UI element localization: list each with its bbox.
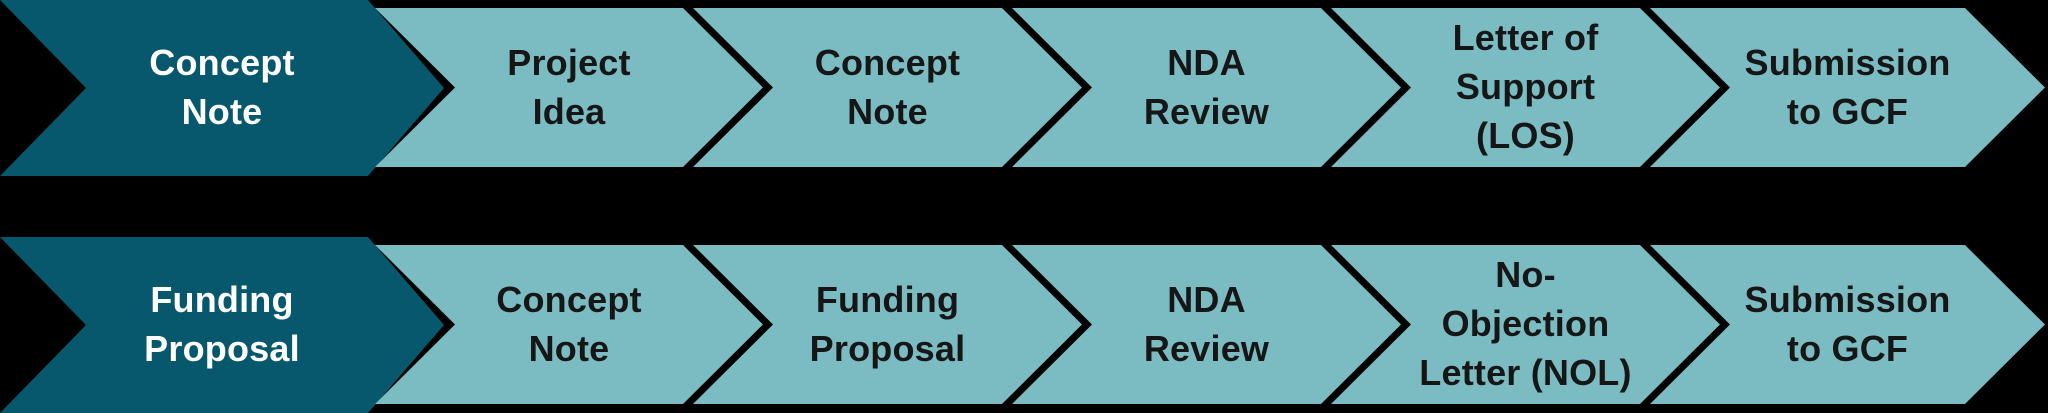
funding-proposal-track: Funding Proposal Concept Note Funding Pr… — [0, 237, 2048, 413]
step-label: Concept Note — [496, 278, 642, 369]
step-label: Funding Proposal — [809, 278, 966, 369]
step-label: Submission to GCF — [1744, 278, 1951, 369]
step-chevron-nda-review: NDA Review — [1012, 8, 1401, 167]
step-chevron-no-objection-letter: No- Objection Letter (NOL) — [1331, 245, 1720, 404]
step-chevron-concept-note: Concept Note — [693, 8, 1082, 167]
lead-label: Funding Proposal — [144, 279, 300, 369]
step-label: Project Idea — [507, 41, 631, 132]
step-chevron-submission-to-gcf: Submission to GCF — [1650, 8, 2045, 167]
step-chevron-funding-proposal: Funding Proposal — [693, 245, 1082, 404]
step-label: NDA Review — [1143, 278, 1270, 369]
step-label: No- Objection Letter (NOL) — [1419, 254, 1632, 393]
step-label: Letter of Support (LOS) — [1452, 17, 1599, 156]
step-label: Concept Note — [814, 41, 961, 132]
concept-note-track: Concept Note Project Idea Concept Note N… — [0, 0, 2048, 176]
lead-chevron-concept-note: Concept Note — [0, 0, 444, 176]
step-label: NDA Review — [1143, 41, 1270, 132]
step-label: Submission to GCF — [1744, 41, 1951, 132]
lead-chevron-funding-proposal: Funding Proposal — [0, 237, 444, 413]
lead-label: Concept Note — [149, 42, 295, 132]
